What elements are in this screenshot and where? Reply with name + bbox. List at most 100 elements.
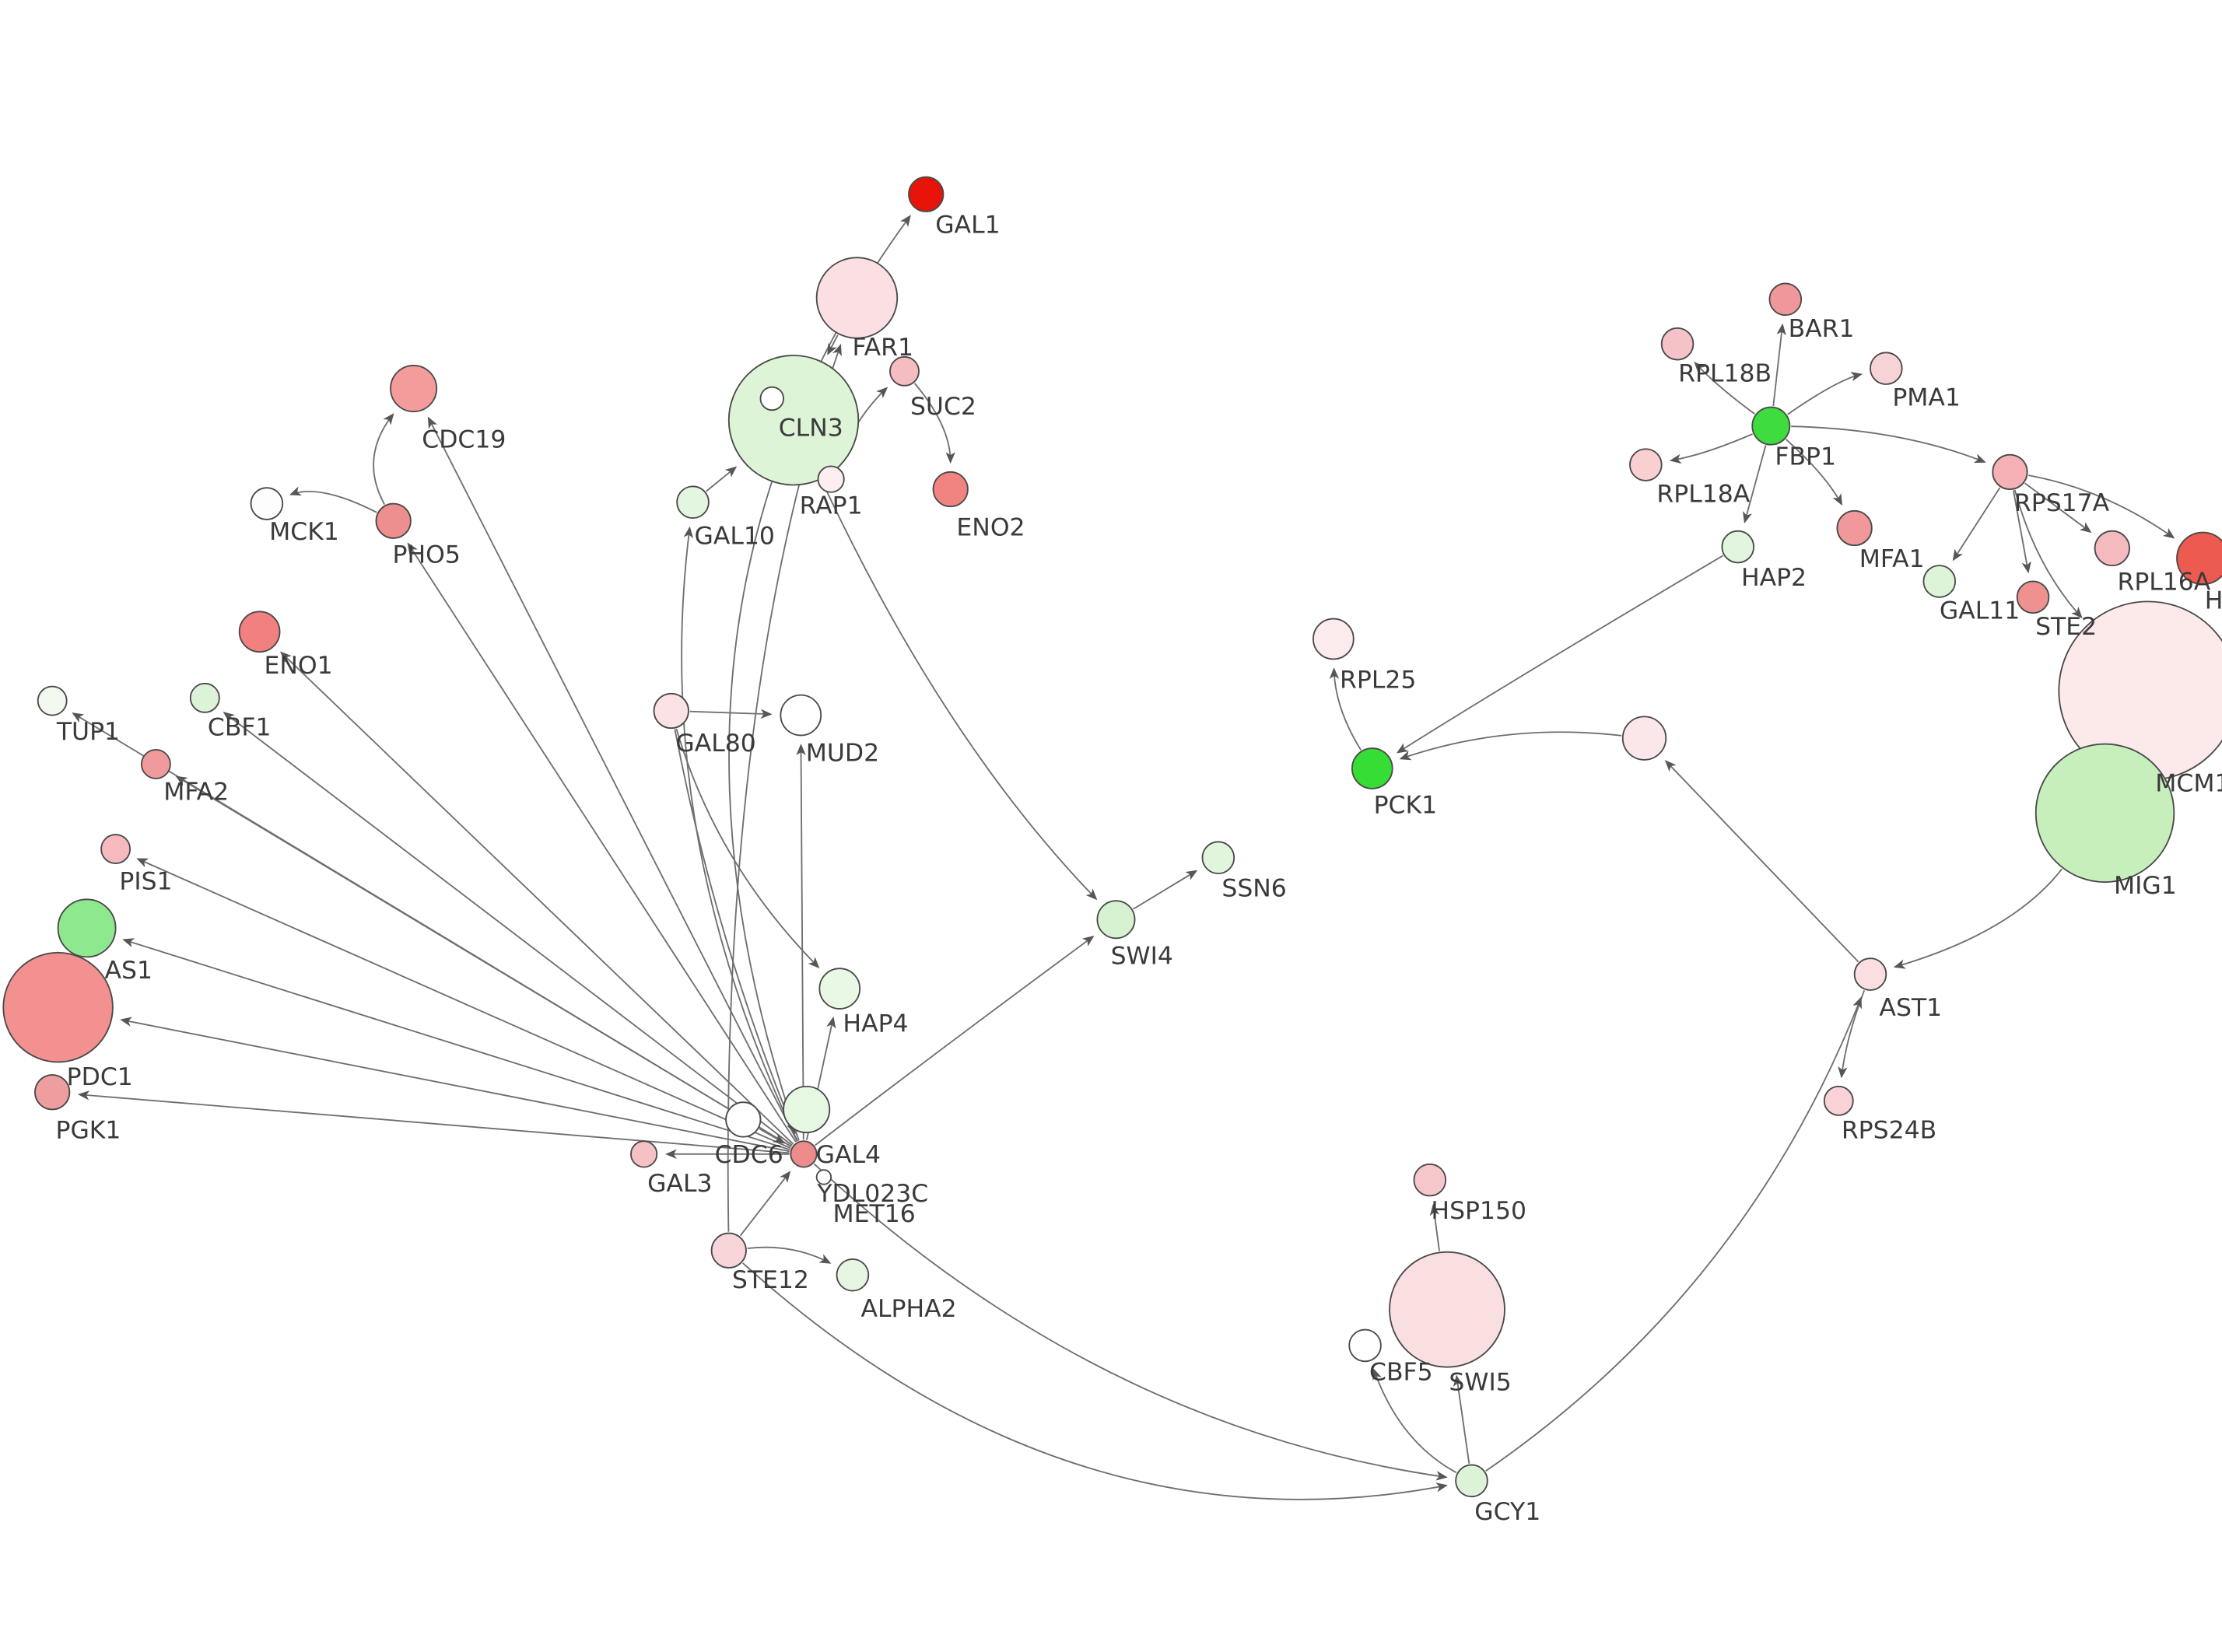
node-eno1[interactable] — [238, 611, 281, 653]
edge-gal4-cdc19[interactable] — [427, 416, 798, 1142]
edge-pho5-mck1[interactable] — [289, 486, 377, 513]
node-pis1[interactable] — [100, 834, 131, 865]
node-mfa1[interactable] — [1836, 509, 1873, 547]
edge-gal80-hap4[interactable] — [675, 728, 820, 969]
edge-cln3-swi4[interactable] — [821, 480, 1098, 901]
edge-gal10-cln3[interactable] — [706, 466, 738, 492]
node-fbp1[interactable] — [1751, 406, 1791, 446]
node-swi5[interactable] — [1389, 1251, 1505, 1368]
node-pma1[interactable] — [1870, 352, 1903, 385]
node-mud2[interactable] — [780, 694, 822, 737]
edge-gal4-pdc1[interactable] — [120, 1017, 790, 1153]
node-pho5[interactable] — [375, 502, 412, 539]
edge-rps17a-rpl16a[interactable] — [2024, 482, 2092, 534]
node-cdc6[interactable] — [725, 1101, 762, 1138]
node-cln3[interactable] — [727, 355, 860, 486]
node-tup1[interactable] — [37, 685, 68, 716]
node-ste12[interactable] — [710, 1232, 747, 1269]
edge-gal4-gal1[interactable] — [728, 215, 911, 1141]
node-ast1[interactable] — [1853, 957, 1887, 991]
node-unlabeled[interactable] — [759, 386, 785, 411]
edge-gcy1-swi5[interactable] — [1453, 1374, 1470, 1464]
node-gal11[interactable] — [1922, 565, 1957, 598]
node-hap4[interactable] — [818, 968, 861, 1010]
node-unlabeled[interactable] — [1621, 716, 1667, 761]
edge-swi4-ssn6[interactable] — [1133, 870, 1198, 910]
node-his4[interactable] — [2176, 531, 2222, 586]
edge-rps17a-mcm1[interactable] — [2013, 489, 2083, 619]
node-pdc1[interactable] — [2, 951, 114, 1063]
node-gcy1[interactable] — [1455, 1464, 1488, 1498]
node-cbf5[interactable] — [1348, 1328, 1382, 1363]
edge-ast1-n1142[interactable] — [1664, 760, 1859, 963]
edge-pck1-rpl25[interactable] — [1329, 667, 1362, 751]
node-rpl25[interactable] — [1313, 618, 1355, 660]
node-rpl16a[interactable] — [2094, 530, 2130, 567]
node-ste2[interactable] — [2016, 580, 2050, 614]
edge-suc2-eno2[interactable] — [913, 383, 955, 464]
edge-ste12-alpha2[interactable] — [747, 1246, 832, 1264]
node-eno2[interactable] — [932, 471, 969, 508]
edge-fbp1-mfa1[interactable] — [1785, 439, 1843, 506]
edge-gal4-ras1[interactable] — [122, 938, 790, 1151]
edge-ast1-rps24b[interactable] — [1838, 989, 1866, 1079]
node-gal10[interactable] — [676, 485, 710, 519]
edge-rps17a-ste2[interactable] — [2012, 490, 2031, 574]
edge-gcy1-ast1[interactable] — [1485, 996, 1862, 1472]
node-cdc19[interactable] — [390, 365, 438, 413]
node-rps17a[interactable] — [1992, 453, 2028, 490]
node-pck1[interactable] — [1351, 747, 1393, 789]
edge-gal4-swi4[interactable] — [815, 935, 1095, 1146]
node-ssn6[interactable] — [1201, 841, 1235, 874]
node-ydl023c[interactable] — [783, 1085, 831, 1134]
node-cbf1[interactable] — [189, 682, 220, 713]
node-as1[interactable] — [57, 898, 117, 958]
node-suc2[interactable] — [889, 355, 920, 387]
edge-fbp1-bar1[interactable] — [1772, 323, 1786, 407]
edge-gal4-mud2[interactable] — [796, 744, 806, 1140]
edge-rps17a-his4[interactable] — [2027, 474, 2175, 539]
node-swi4[interactable] — [1096, 900, 1136, 940]
node-gal4[interactable] — [790, 1140, 818, 1168]
edge-ste12-gal4[interactable] — [739, 1171, 791, 1237]
edge-gal80-gal4[interactable] — [674, 729, 796, 1135]
edge-gal4-gcy1[interactable] — [813, 1163, 1448, 1481]
edge-hap2-pck1[interactable] — [1396, 555, 1724, 754]
node-mck1[interactable] — [250, 487, 284, 520]
edge-gal4-pis1[interactable] — [136, 858, 791, 1150]
edge-gal4-pgk1[interactable] — [77, 1090, 790, 1154]
edge-gal4-pho5[interactable] — [407, 542, 797, 1143]
edge-gal4-eno1[interactable] — [279, 651, 794, 1145]
node-rap1[interactable] — [817, 465, 845, 493]
node-gal3[interactable] — [630, 1140, 658, 1168]
edge-cdc6-gal4[interactable] — [759, 1128, 786, 1144]
node-far1[interactable] — [815, 257, 899, 339]
node-bar1[interactable] — [1768, 282, 1803, 317]
edge-fbp1-rps17a[interactable] — [1791, 425, 1986, 464]
node-rpl18a[interactable] — [1629, 448, 1663, 481]
node-rpl18b[interactable] — [1660, 327, 1695, 361]
edge-rps17a-gal11[interactable] — [1952, 487, 2001, 562]
edge-gcy1-cbf5[interactable] — [1372, 1368, 1457, 1474]
edge-fbp1-rpl18b[interactable] — [1694, 361, 1755, 415]
edge-fbp1-rpl18a[interactable] — [1669, 433, 1753, 464]
node-alpha2[interactable] — [836, 1258, 870, 1292]
edge-gal4-cbf1[interactable] — [223, 712, 793, 1146]
edge-mig1-ast1[interactable] — [1893, 868, 2063, 969]
node-mig1[interactable] — [2034, 743, 2175, 884]
edge-n1142-pck1[interactable] — [1399, 731, 1622, 761]
edge-fbp1-pma1[interactable] — [1787, 372, 1863, 415]
node-met16[interactable] — [815, 1169, 832, 1185]
edge-gal4-mfa2[interactable] — [175, 775, 792, 1148]
node-mfa2[interactable] — [140, 749, 171, 779]
node-gal1[interactable] — [908, 176, 945, 212]
node-pgk1[interactable] — [34, 1074, 71, 1111]
edge-fbp1-hap2[interactable] — [1742, 445, 1767, 524]
edge-gal80-mud2[interactable] — [689, 709, 773, 719]
edge-swi5-hsp150[interactable] — [1429, 1203, 1440, 1251]
node-hsp150[interactable] — [1413, 1163, 1447, 1197]
edge-pho5-cdc19[interactable] — [373, 413, 394, 506]
node-hap2[interactable] — [1721, 530, 1755, 564]
node-gal80[interactable] — [653, 692, 689, 730]
